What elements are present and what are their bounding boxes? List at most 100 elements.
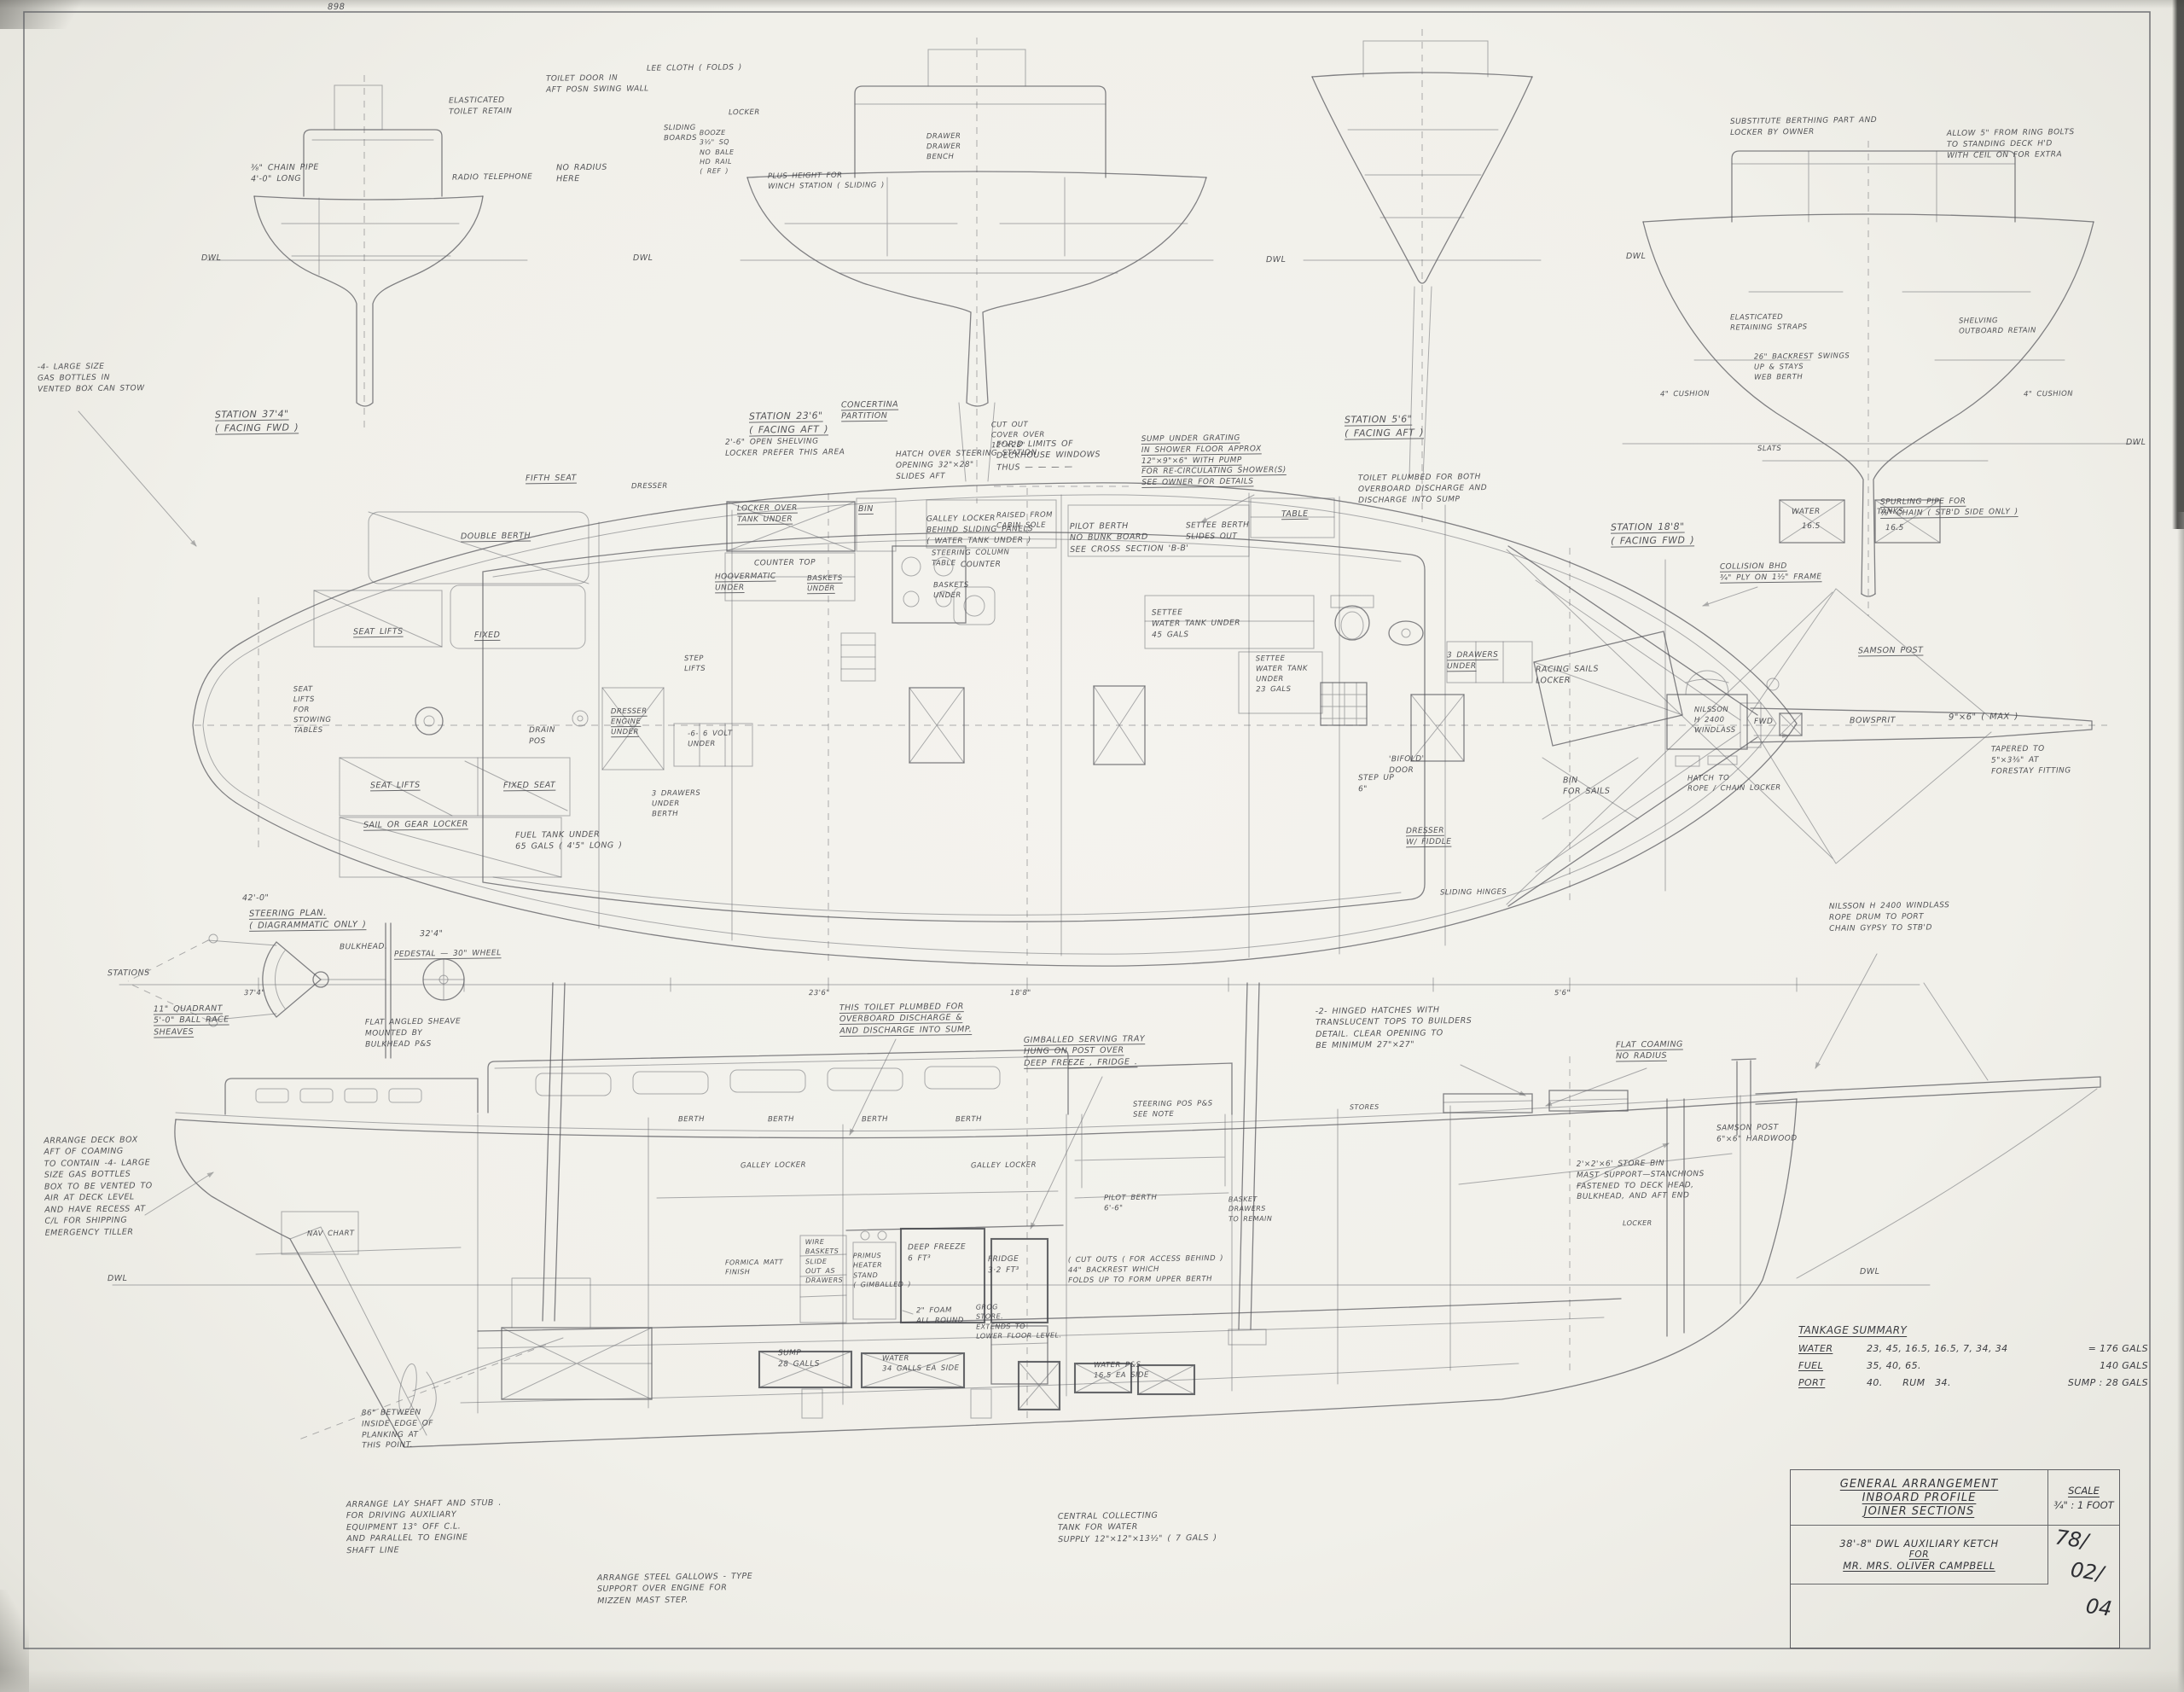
- annotation-label: COLLISION BHD ¾" PLY ON 1½" FRAME: [1719, 561, 1822, 583]
- annotation-label: BASKETS UNDER: [806, 573, 843, 594]
- annotation-label: STEERING COLUMN TABLE: [931, 548, 1010, 568]
- tankage-label: PORT: [1798, 1377, 1826, 1388]
- drawing-number-part: 78/: [2053, 1525, 2090, 1554]
- annotation-label: SUMP UNDER GRATING IN SHOWER FLOOR APPRO…: [1141, 433, 1287, 488]
- annotation-label: ARRANGE DECK BOX AFT OF COAMING TO CONTA…: [44, 1135, 153, 1238]
- annotation-label: TABLE: [1281, 509, 1309, 520]
- annotation-label: WATER 34 GALLS EA SIDE: [881, 1354, 960, 1374]
- annotation-label: LOCKER: [1622, 1218, 1653, 1228]
- annotation-label: FLAT ANGLED SHEAVE MOUNTED BY BULKHEAD P…: [364, 1017, 462, 1050]
- annotation-label: COUNTER TOP: [753, 558, 816, 568]
- annotation-label: DRESSER W/ FIDDLE: [1405, 826, 1452, 847]
- annotation-label: 23'6": [808, 988, 830, 998]
- tankage-values: 23, 45, 16.5, 16.5, 7, 34, 34: [1867, 1343, 2008, 1354]
- annotation-label: DOUBLE BERTH: [460, 531, 531, 542]
- annotation-label: PILOT BERTH 6'-6": [1103, 1193, 1158, 1213]
- title-block-scale-cell: SCALE ¾" : 1 FOOT: [2048, 1470, 2119, 1526]
- annotation-label: FIXED SEAT: [502, 780, 556, 791]
- annotation-label: ⅜" CHAIN PIPE 4'-0" LONG: [250, 162, 319, 184]
- annotation-label: STATION 5'6" ( FACING AFT ): [1344, 413, 1425, 439]
- tankage-total: = 176 GALS: [2088, 1343, 2148, 1354]
- annotation-label: CENTRAL COLLECTING TANK FOR WATER SUPPLY…: [1057, 1510, 1217, 1545]
- annotation-label: SETTEE BERTH SLIDES OUT: [1185, 520, 1250, 542]
- annotation-label: SHELVING OUTBOARD RETAIN: [1958, 316, 2036, 336]
- annotation-label: HATCH OVER STEERING STATION OPENING 32"×…: [895, 448, 1037, 481]
- annotation-label: PEDESTAL — 30" WHEEL: [393, 949, 502, 959]
- annotation-label: NILSSON H 2400 WINDLASS: [1693, 705, 1736, 736]
- annotation-label: BASKET DRAWERS TO REMAIN: [1228, 1195, 1273, 1224]
- annotation-label: RACING SAILS LOCKER: [1535, 664, 1600, 686]
- annotation-label: 2" FOAM ALL ROUND: [915, 1305, 964, 1326]
- annotation-label: 11" QUADRANT 5'-0" BALL RACE SHEAVES: [153, 1003, 229, 1038]
- annotation-label: 42'-0": [241, 893, 270, 904]
- annotation-label: SETTEE WATER TANK UNDER 23 GALS: [1255, 654, 1309, 695]
- annotation-label: FWD: [1753, 717, 1774, 727]
- annotation-label: 3 DRAWERS UNDER: [1446, 650, 1499, 672]
- subject-line: MR. MRS. OLIVER CAMPBELL: [1843, 1560, 1995, 1572]
- annotation-label: SUMP 28 GALLS: [777, 1348, 820, 1369]
- annotation-label: GROG STORE. EXTENDS TO LOWER FLOOR LEVEL…: [975, 1303, 1062, 1340]
- annotation-label: FLAT COAMING NO RADIUS: [1615, 1039, 1683, 1061]
- tankage-total: SUMP : 28 GALS: [2067, 1377, 2148, 1388]
- annotation-label: STATIONS: [107, 968, 150, 979]
- annotation-label: 4" CUSHION: [2023, 389, 2074, 399]
- drawing-number-part: 04: [2084, 1594, 2114, 1621]
- annotation-label: HATCH TO ROPE / CHAIN LOCKER: [1687, 774, 1781, 794]
- annotation-label: DWL: [632, 253, 653, 264]
- annotation-label: SLATS: [1757, 444, 1782, 454]
- annotation-label: WATER: [1791, 507, 1821, 517]
- annotation-label: HOOVERMATIC UNDER: [714, 572, 776, 593]
- annotation-label: STEP LIFTS: [683, 654, 706, 674]
- title-block-number-cell: 78/ 02/ 04: [2048, 1525, 2119, 1648]
- drawing-title-line: JOINER SECTIONS: [1863, 1504, 1975, 1518]
- annotation-label: WIRE BASKETS SLIDE OUT AS DRAWERS: [804, 1237, 844, 1285]
- annotation-label: SUBSTITUTE BERTHING PART AND LOCKER BY O…: [1729, 115, 1878, 137]
- annotation-label: DWL: [1265, 254, 1287, 265]
- annotation-label: SEAT LIFTS FOR STOWING TABLES: [293, 684, 332, 736]
- annotation-label: STATION 18'8" ( FACING FWD ): [1610, 520, 1695, 547]
- annotation-label: SEAT LIFTS: [352, 626, 404, 637]
- joiner-sections-drawing: [206, 29, 2140, 616]
- subject-line: 38'-8" DWL AUXILIARY KETCH: [1839, 1538, 1999, 1550]
- annotation-label: RADIO TELEPHONE: [451, 172, 533, 183]
- annotation-label: 898: [327, 2, 346, 13]
- annotation-label: STEERING POS P&S SEE NOTE: [1132, 1099, 1213, 1119]
- annotation-label: ( CUT OUTS ( FOR ACCESS BEHIND ) 44" BAC…: [1067, 1253, 1224, 1286]
- annotation-label: ELASTICATED TOILET RETAIN: [448, 96, 513, 117]
- annotation-label: DRAWER DRAWER BENCH: [926, 131, 961, 162]
- annotation-label: DWL: [2125, 437, 2146, 448]
- annotation-label: FUEL TANK UNDER 65 GALS ( 4'5" LONG ): [514, 829, 623, 852]
- annotation-label: BIN FOR SAILS: [1562, 776, 1611, 797]
- annotation-label: DWL: [1859, 1266, 1880, 1277]
- title-block-title-cell: GENERAL ARRANGEMENT INBOARD PROFILE JOIN…: [1791, 1470, 2048, 1526]
- scale-label: SCALE: [2068, 1484, 2100, 1497]
- tankage-label: FUEL: [1798, 1360, 1824, 1371]
- annotation-label: DRAIN POS: [528, 725, 555, 746]
- annotation-label: STEERING PLAN. ( DIAGRAMMATIC ONLY ): [248, 908, 367, 932]
- annotation-label: BERTH: [955, 1114, 983, 1125]
- tankage-values: 40. RUM 34.: [1867, 1377, 1951, 1388]
- annotation-label: 5'6": [1554, 988, 1571, 998]
- annotation-label: -6- 6 VOLT UNDER: [687, 729, 733, 749]
- annotation-label: STATION 23'6" ( FACING AFT ): [748, 410, 829, 436]
- annotation-label: 9"×6" ( MAX ): [1948, 712, 2018, 723]
- annotation-label: GALLEY LOCKER: [740, 1160, 806, 1171]
- annotation-label: DRESSER: [630, 481, 668, 491]
- annotation-label: 3 DRAWERS UNDER BERTH: [651, 788, 701, 819]
- annotation-label: CONCERTINA PARTITION: [840, 399, 899, 422]
- annotation-label: STATION 37'4" ( FACING FWD ): [214, 408, 299, 434]
- annotation-label: FORMICA MATT FINISH: [724, 1258, 784, 1276]
- annotation-label: DRESSER ENGINE UNDER: [610, 706, 648, 737]
- annotation-label: 26" BACKREST SWINGS UP & STAYS WEB BERTH: [1753, 352, 1850, 382]
- tankage-row: PORT 40. RUM 34. SUMP : 28 GALS: [1798, 1377, 2148, 1388]
- annotation-label: 32'4": [419, 928, 444, 939]
- annotation-label: DWL: [107, 1273, 128, 1284]
- annotation-label: FIFTH SEAT: [525, 473, 577, 484]
- annotation-label: BOOZE 3½" SQ NO BALE HD RAIL ( REF ): [699, 128, 735, 176]
- annotation-label: ALLOW 5" FROM RING BOLTS TO STANDING DEC…: [1946, 128, 2075, 160]
- annotation-label: SETTEE WATER TANK UNDER 45 GALS: [1151, 608, 1241, 640]
- subject-line: FOR: [1908, 1550, 1930, 1560]
